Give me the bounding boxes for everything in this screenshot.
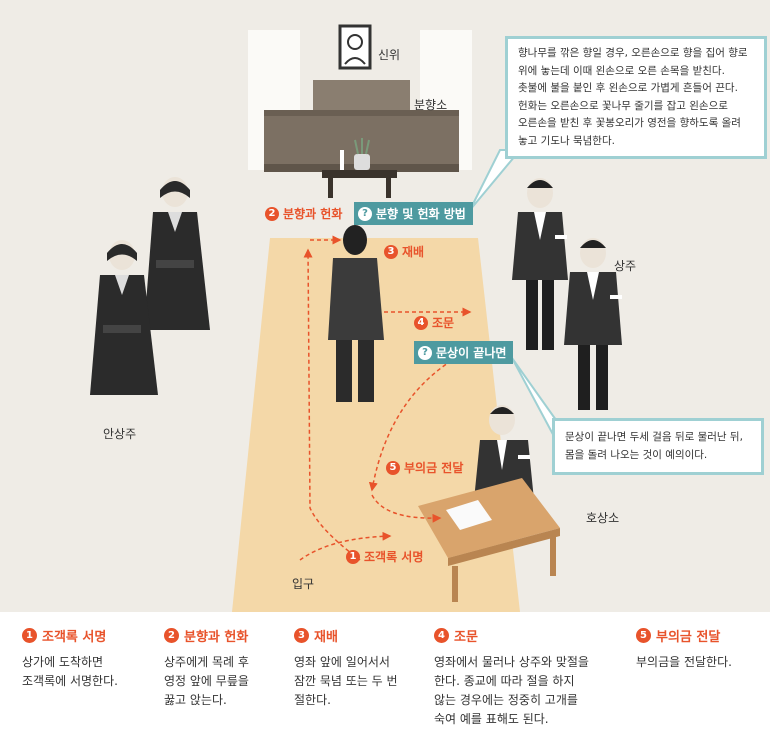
after-condolence-tag[interactable]: ? 문상이 끝나면 [414, 341, 514, 364]
legend-number: 1 [22, 628, 37, 643]
legend-number: 3 [294, 628, 309, 643]
female-mourner-front [90, 240, 158, 395]
legend-title: 부의금 전달 [656, 630, 721, 645]
incense-table [322, 138, 397, 198]
note-line: 향나무를 깎은 향일 경우, 오른손으로 향을 집어 향로 [518, 47, 748, 59]
note-line: 위에 놓는데 이때 왼손으로 오른 손목을 받친다. [518, 64, 725, 77]
note-line: 헌화는 오른손으로 꽃나무 줄기를 잡고 왼손으로 [518, 99, 728, 112]
label-bunhyangso: 분향소 [414, 98, 448, 112]
legend-title: 재배 [314, 630, 338, 645]
step-4-marker: 4 조문 [414, 314, 454, 331]
legend-number: 4 [434, 628, 449, 643]
legend-title: 조객록 서명 [42, 630, 107, 645]
incense-method-note: 향나무를 깎은 향일 경우, 오른손으로 향을 집어 향로 위에 놓는데 이때 … [505, 36, 767, 159]
step-1-marker: 1 조객록 서명 [346, 548, 423, 565]
step-4-number: 4 [414, 315, 428, 330]
label-hosangso: 호상소 [586, 511, 620, 525]
incense-method-tag[interactable]: ? 분향 및 헌화 방법 [354, 202, 473, 225]
step-3-label: 재배 [402, 245, 425, 259]
incense-method-tag-label: 분향 및 헌화 방법 [376, 207, 466, 221]
label-sangju: 상주 [614, 259, 637, 273]
label-sinwi: 신위 [378, 48, 401, 62]
step-1-label: 조객록 서명 [364, 550, 424, 564]
chief-mourner-back [512, 178, 568, 350]
step-5-number: 5 [386, 460, 400, 475]
note-line: 오른손을 받친 후 꽃봉오리가 영전을 향하도록 올려 [518, 117, 741, 129]
legend-title: 조문 [454, 630, 478, 645]
reception-desk [418, 478, 560, 602]
legend-number: 2 [164, 628, 179, 643]
step-2-marker: 2 분향과 헌화 [265, 205, 342, 222]
step-4-label: 조문 [432, 316, 455, 330]
chief-mourner-front [564, 238, 622, 410]
scene-illustration [90, 24, 622, 612]
step-2-label: 분향과 헌화 [283, 207, 343, 221]
funeral-etiquette-scene: 신위 분향소 상주 안상주 호상소 입구 2 분향과 헌화 3 재배 4 조문 5 부의… [90, 24, 767, 612]
step-1-number: 1 [346, 549, 360, 564]
legend-number: 5 [636, 628, 651, 643]
after-condolence-note: 문상이 끝나면 두세 걸음 뒤로 물러난 뒤, 몸을 돌려 나오는 것이 예의이… [552, 418, 764, 475]
step-5-label: 부의금 전달 [404, 461, 464, 475]
question-icon: ? [418, 345, 432, 360]
question-icon: ? [358, 206, 372, 221]
incense-note-pointer [469, 149, 523, 211]
after-condolence-tag-label: 문상이 끝나면 [436, 346, 507, 360]
label-ipgu: 입구 [292, 577, 315, 591]
step-3-number: 3 [384, 244, 398, 259]
step-2-number: 2 [265, 206, 279, 221]
note-line: 놓고 기도나 묵념한다. [518, 134, 615, 147]
legend-title: 분향과 헌화 [184, 630, 249, 645]
visitor-figure [328, 225, 384, 402]
label-ansangju: 안상주 [103, 427, 137, 441]
step-3-marker: 3 재배 [384, 243, 424, 260]
portrait-frame [338, 24, 372, 70]
note-line: 문상이 끝나면 두세 걸음 뒤로 물러난 뒤, [565, 431, 743, 443]
female-mourner-back [144, 177, 210, 330]
leaving-note-pointer [511, 357, 557, 441]
step-5-marker: 5 부의금 전달 [386, 459, 463, 476]
note-line: 몸을 돌려 나오는 것이 예의이다. [565, 448, 708, 461]
note-line: 촛불에 불을 붙인 후 왼손으로 가볍게 흔들어 끈다. [518, 82, 738, 94]
